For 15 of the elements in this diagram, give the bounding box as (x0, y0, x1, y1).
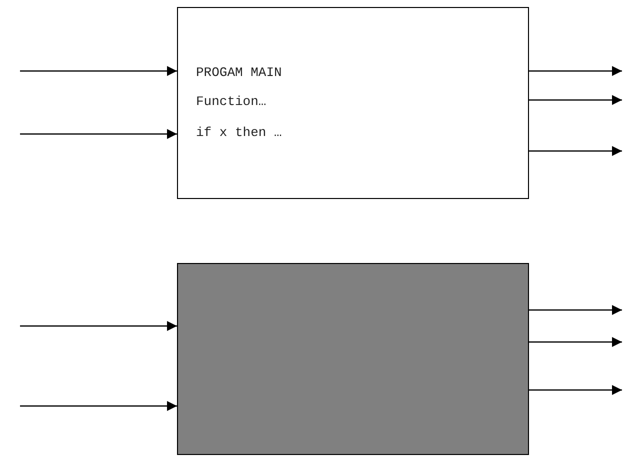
arrow (529, 337, 622, 347)
arrow (20, 401, 177, 411)
process-box (177, 7, 529, 199)
arrow (20, 321, 177, 331)
arrow (20, 129, 177, 139)
code-line: Function… (196, 94, 266, 110)
code-line: if x then … (196, 125, 282, 141)
arrow (20, 66, 177, 76)
arrow (529, 305, 622, 315)
code-line: PROGAM MAIN (196, 65, 282, 81)
arrow (529, 146, 622, 156)
filled-box (177, 263, 529, 455)
arrow (529, 66, 622, 76)
arrow (529, 95, 622, 105)
arrow (529, 385, 622, 395)
